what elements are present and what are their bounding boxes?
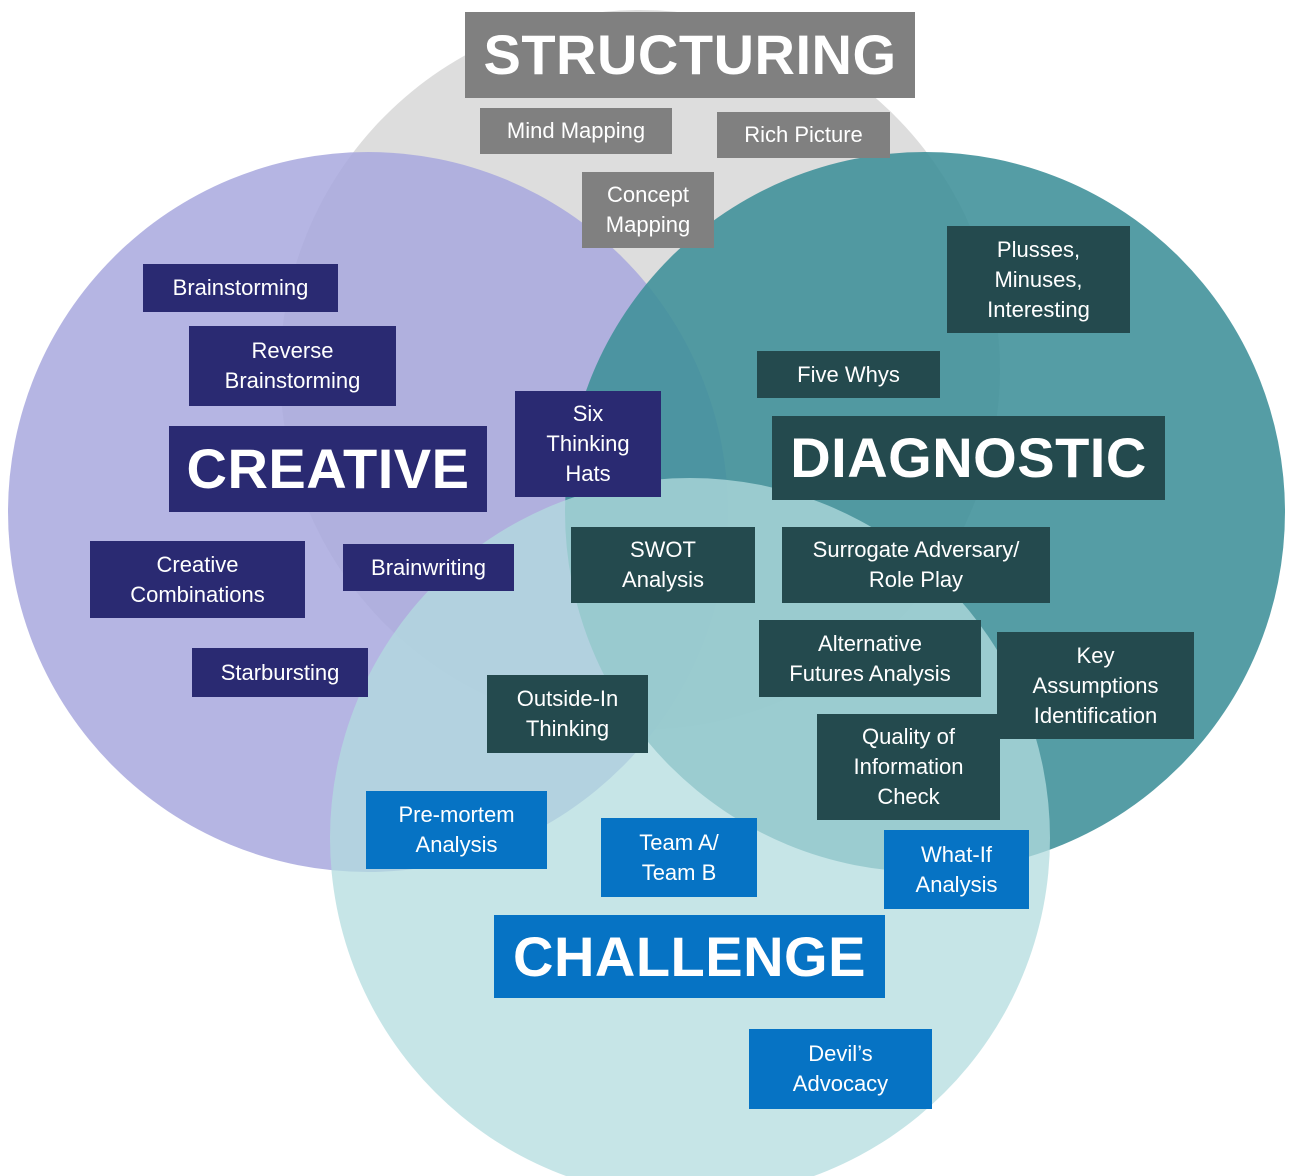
technique-brainwriting: Brainwriting: [343, 544, 514, 591]
technique-starbursting: Starbursting: [192, 648, 368, 697]
challenge-heading: CHALLENGE: [494, 915, 885, 998]
diagnostic-heading: DIAGNOSTIC: [772, 416, 1165, 500]
technique-pre-mortem-analysis: Pre-mortem Analysis: [366, 791, 547, 869]
technique-what-if-analysis: What-If Analysis: [884, 830, 1029, 909]
technique-mind-mapping: Mind Mapping: [480, 108, 672, 154]
technique-alternative-futures-analysis: Alternative Futures Analysis: [759, 620, 981, 697]
technique-six-thinking-hats: Six Thinking Hats: [515, 391, 661, 497]
technique-quality-of-information-check: Quality of Information Check: [817, 714, 1000, 820]
technique-plusses-minuses-interesting: Plusses, Minuses, Interesting: [947, 226, 1130, 333]
technique-five-whys: Five Whys: [757, 351, 940, 398]
technique-concept-mapping: Concept Mapping: [582, 172, 714, 248]
creative-heading: CREATIVE: [169, 426, 487, 512]
technique-outside-in-thinking: Outside-In Thinking: [487, 675, 648, 753]
technique-team-a-team-b: Team A/ Team B: [601, 818, 757, 897]
technique-devils-advocacy: Devil’s Advocacy: [749, 1029, 932, 1109]
technique-rich-picture: Rich Picture: [717, 112, 890, 158]
technique-swot-analysis: SWOT Analysis: [571, 527, 755, 603]
technique-brainstorming: Brainstorming: [143, 264, 338, 312]
structuring-heading: STRUCTURING: [465, 12, 915, 98]
technique-reverse-brainstorming: Reverse Brainstorming: [189, 326, 396, 406]
technique-creative-combinations: Creative Combinations: [90, 541, 305, 618]
technique-key-assumptions-identification: Key Assumptions Identification: [997, 632, 1194, 739]
technique-surrogate-adversary: Surrogate Adversary/ Role Play: [782, 527, 1050, 603]
